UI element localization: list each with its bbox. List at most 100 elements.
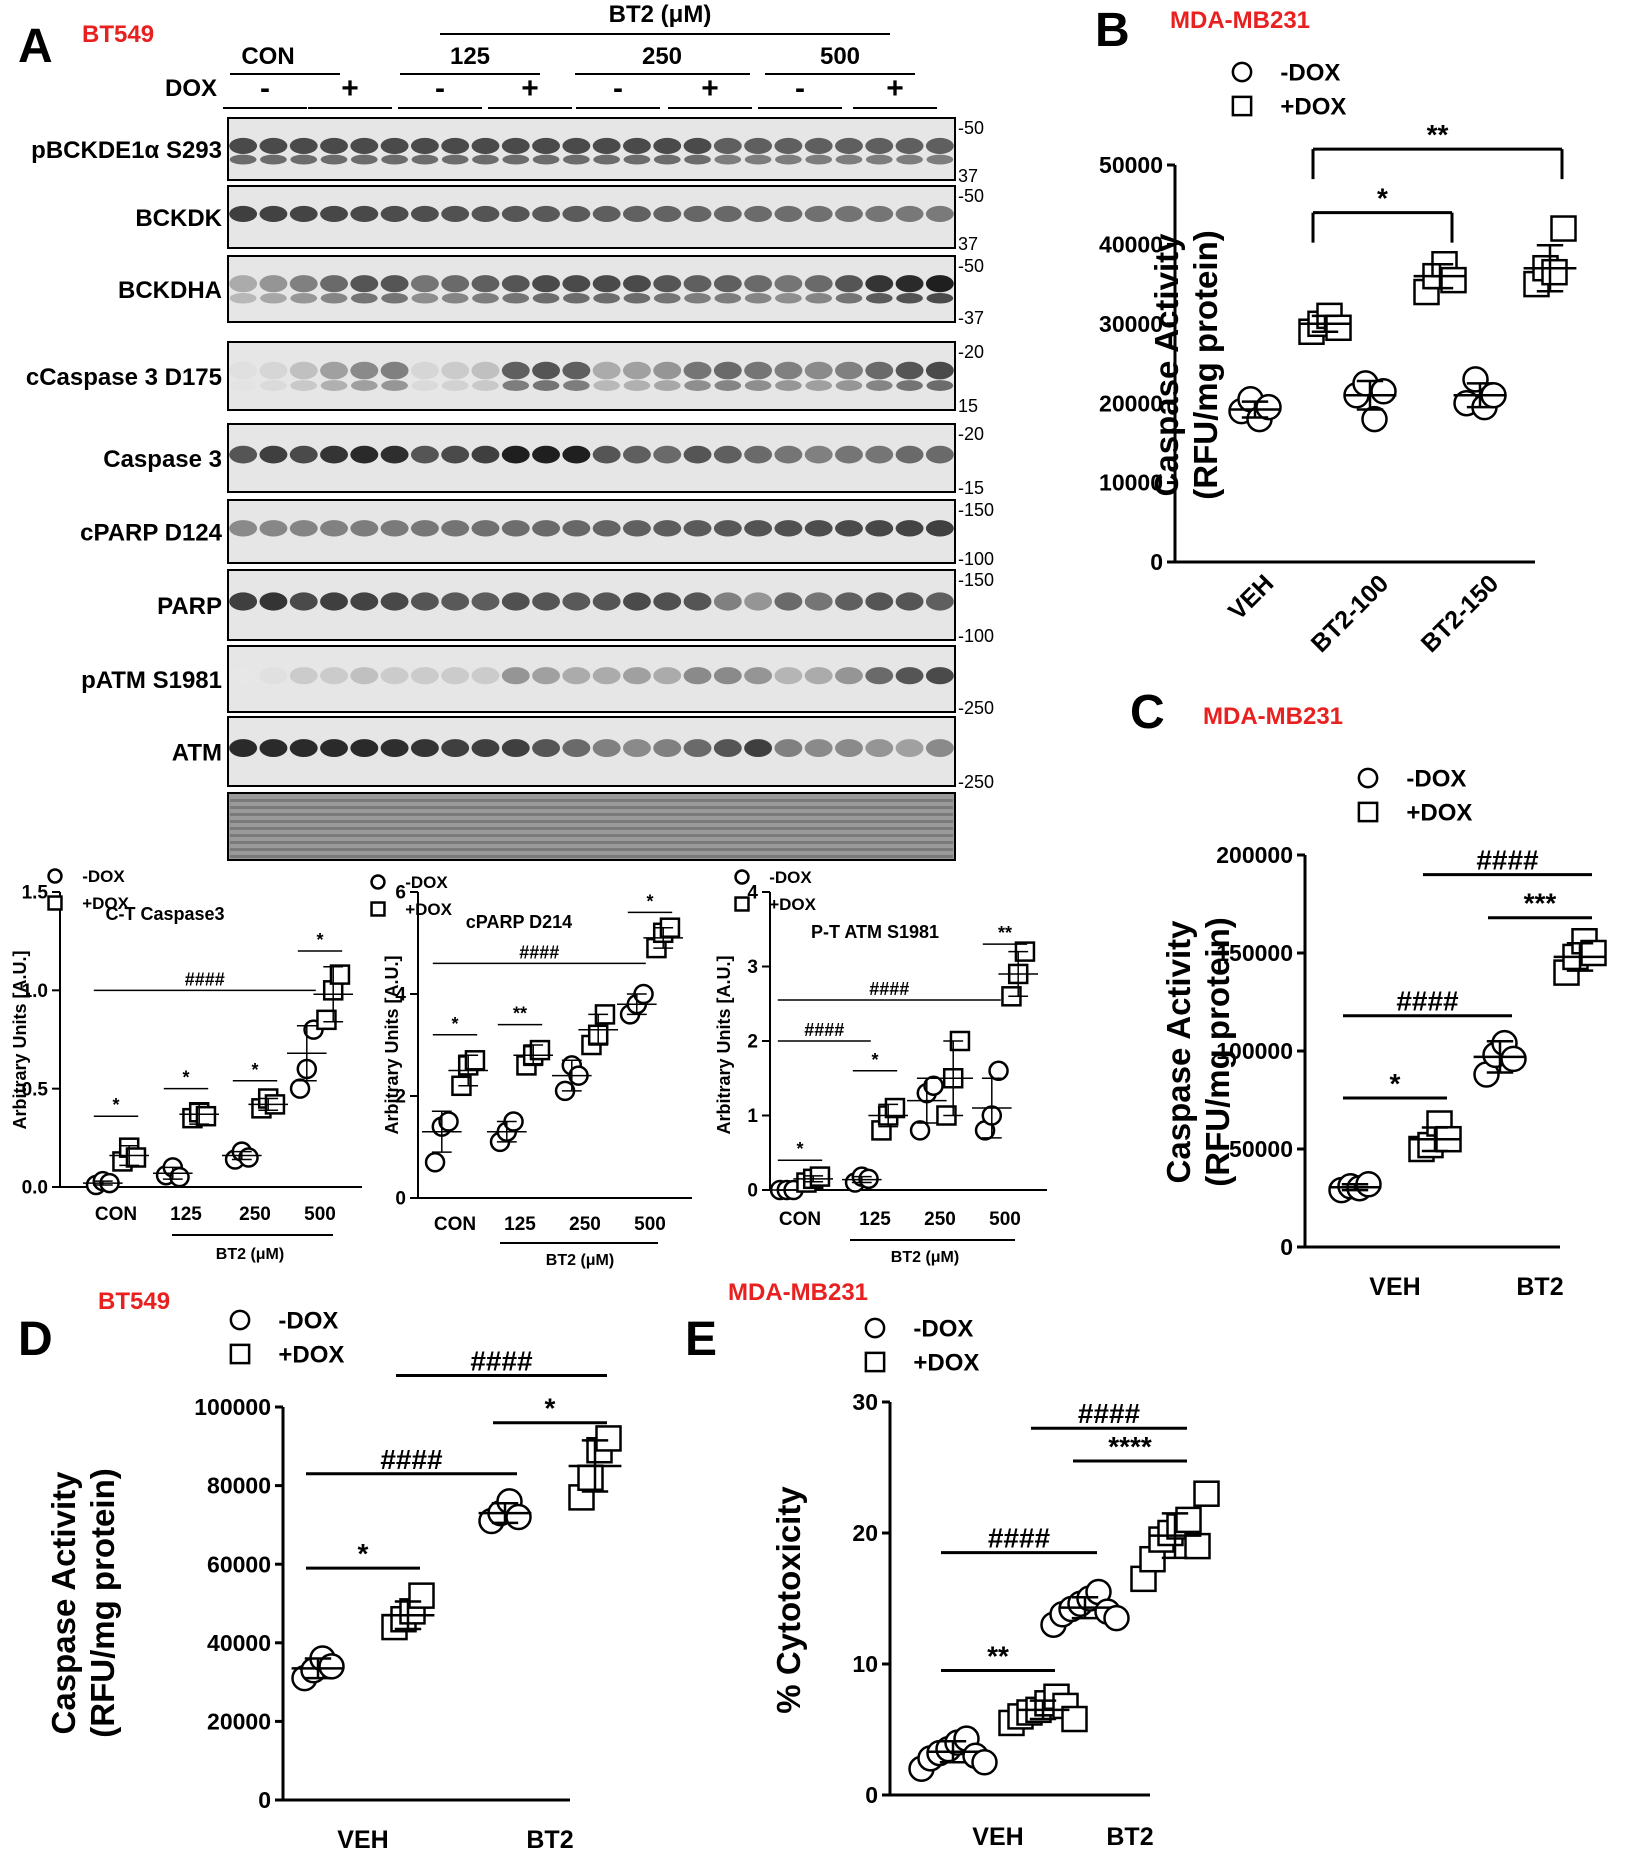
- panel-c-cell-label: MDA-MB231: [1203, 703, 1343, 730]
- blot-band: [410, 137, 439, 154]
- data-point-circle: [734, 869, 750, 885]
- blot-band-lower: [744, 380, 772, 391]
- blot-band: [441, 739, 470, 758]
- blot-band-lower: [714, 292, 742, 304]
- data-point-circle: [923, 1075, 944, 1096]
- blot-band: [289, 275, 318, 293]
- blot-marker: -37: [958, 308, 984, 328]
- blot-band: [350, 592, 379, 611]
- blot-band: [713, 739, 742, 758]
- significance-label: ####: [380, 1444, 443, 1475]
- blot-band: [532, 275, 560, 293]
- y-tick-label: 6: [395, 883, 406, 904]
- blot-band: [744, 205, 773, 222]
- blot-band-lower: [775, 380, 802, 391]
- blot-band: [380, 137, 409, 154]
- blot-box: [227, 255, 956, 323]
- blot-band: [865, 445, 894, 464]
- blot-stain-line: [230, 820, 953, 823]
- blot-marker: -250: [958, 698, 994, 718]
- blot-label: ATM: [172, 740, 222, 767]
- data-point-circle: [47, 868, 63, 884]
- blot-band: [562, 520, 591, 537]
- blot-band-lower: [502, 380, 530, 391]
- x-category-label: VEH: [1369, 1273, 1420, 1301]
- blot-band: [259, 445, 288, 464]
- y-tick-label: 30: [852, 1389, 878, 1415]
- blot-band-lower: [381, 154, 408, 165]
- blot-band-lower: [320, 380, 348, 391]
- blot-band: [501, 361, 530, 380]
- blot-band: [865, 592, 894, 611]
- legend-label: -DOX: [278, 1308, 338, 1335]
- significance-label: **: [513, 1004, 527, 1024]
- blot-band: [835, 275, 863, 293]
- blot-band: [350, 520, 379, 537]
- blot-band: [471, 205, 500, 222]
- legend-label: +DOX: [769, 895, 816, 914]
- blot-stain-line: [230, 855, 953, 858]
- blot-band-lower: [623, 154, 651, 165]
- data-point-circle: [1357, 767, 1379, 789]
- blot-band: [683, 739, 712, 758]
- blot-box: [227, 117, 956, 181]
- blot-band-lower: [593, 292, 620, 304]
- blot-band-lower: [381, 380, 408, 391]
- y-tick-label: 0: [258, 1787, 271, 1813]
- y-axis-label: Arbitrary Units [A.U.]: [10, 950, 30, 1129]
- significance-label: *: [251, 1060, 258, 1080]
- blot-band: [259, 520, 288, 537]
- data-point-square: [1193, 1480, 1220, 1507]
- dox-sign: -: [613, 72, 623, 105]
- blot-band: [259, 739, 288, 758]
- x-category-label: BT2: [1106, 1823, 1153, 1851]
- blot-band: [320, 592, 348, 611]
- blot-band: [562, 275, 591, 293]
- blot-band-lower: [593, 380, 620, 391]
- blot-band-lower: [926, 292, 954, 304]
- data-point-square: [884, 1097, 906, 1119]
- blot-marker: -100: [958, 626, 994, 646]
- chart-title: C-T Caspase3: [105, 904, 224, 924]
- legend-label: -DOX: [405, 873, 448, 892]
- blot-band: [471, 137, 500, 154]
- blot-band: [229, 667, 258, 685]
- blot-band: [380, 205, 409, 222]
- blot-band-lower: [835, 292, 863, 304]
- blot-band: [653, 739, 682, 758]
- significance-label: ####: [1476, 845, 1539, 876]
- blot-band: [925, 520, 954, 537]
- blot-band: [623, 739, 651, 758]
- blot-band: [804, 205, 833, 222]
- y-tick-label: 20000: [1099, 390, 1163, 416]
- blot-band: [683, 275, 712, 293]
- panel-d-cell-label: BT549: [98, 1288, 170, 1315]
- blot-band: [925, 667, 954, 685]
- x-category-label: 250: [924, 1209, 956, 1230]
- blot-band: [744, 361, 773, 380]
- blot-band-lower: [714, 380, 742, 391]
- dox-sign: -: [260, 72, 270, 105]
- blot-label: cPARP D124: [80, 520, 223, 547]
- blot-band: [774, 520, 803, 537]
- blot-band: [562, 137, 591, 154]
- blot-label: PARP: [157, 593, 222, 620]
- blot-stain-line: [230, 806, 953, 809]
- blot-band: [925, 205, 954, 222]
- y-tick-label: 20000: [207, 1708, 271, 1734]
- blot-box: [227, 185, 956, 249]
- blot-band: [744, 445, 773, 464]
- blot-band: [259, 205, 288, 222]
- significance-label: ***: [1524, 888, 1557, 919]
- blot-band-lower: [260, 292, 287, 304]
- data-point-square: [595, 1425, 622, 1452]
- dox-sign: -: [795, 72, 805, 105]
- data-point-square: [1550, 215, 1577, 242]
- blot-band: [592, 667, 621, 685]
- blot-band-lower: [623, 292, 651, 304]
- blot-band: [865, 739, 894, 758]
- blot-band-lower: [805, 292, 833, 304]
- significance-label: *: [1390, 1068, 1401, 1099]
